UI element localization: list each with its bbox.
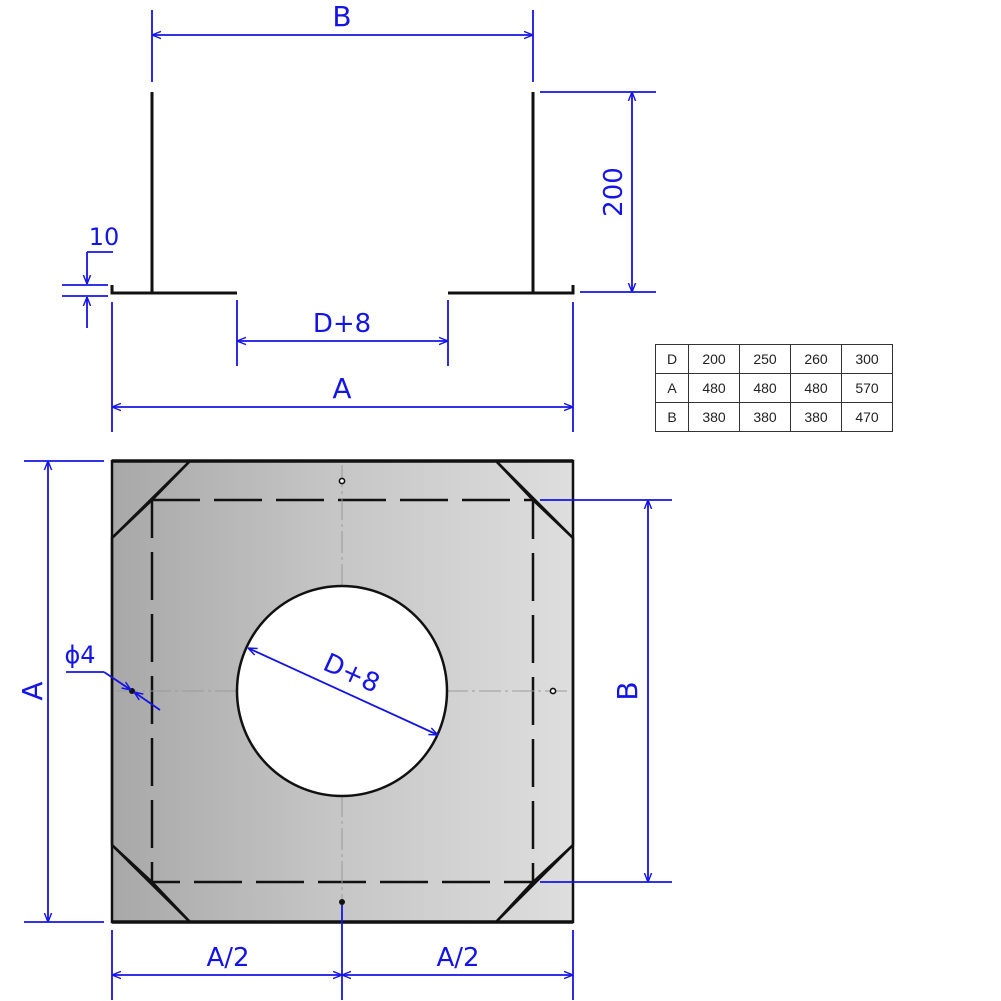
dim-line-d8-diameter bbox=[248, 647, 438, 736]
table-row-key: B bbox=[655, 402, 689, 432]
label-a-half-left: A/2 bbox=[206, 943, 249, 973]
table-cell: 250 bbox=[739, 344, 791, 374]
label-200: 200 bbox=[599, 167, 629, 217]
label-b-top: B bbox=[332, 0, 351, 33]
side-view bbox=[110, 92, 575, 295]
table-cell: 200 bbox=[688, 344, 740, 374]
label-a-left: A bbox=[16, 681, 49, 700]
label-10: 10 bbox=[89, 223, 120, 251]
table-cell: 300 bbox=[841, 344, 893, 374]
plan-view-dimensions bbox=[24, 460, 672, 1000]
label-a-top: A bbox=[332, 372, 351, 405]
table-cell: 380 bbox=[688, 402, 740, 432]
table-cell: 380 bbox=[790, 402, 842, 432]
table-row: D 200 250 260 300 bbox=[655, 344, 893, 374]
side-view-dimensions bbox=[62, 10, 656, 432]
table-cell: 570 bbox=[841, 373, 893, 403]
label-a-half-right: A/2 bbox=[436, 943, 479, 973]
table-row-key: D bbox=[655, 344, 689, 374]
label-b-right: B bbox=[611, 681, 644, 700]
mount-hole-top bbox=[338, 477, 346, 485]
mount-hole-right bbox=[549, 687, 557, 695]
table-cell: 470 bbox=[841, 402, 893, 432]
table-cell: 380 bbox=[739, 402, 791, 432]
table-cell: 480 bbox=[739, 373, 791, 403]
table-row: B 380 380 380 470 bbox=[655, 402, 893, 432]
size-table: D 200 250 260 300 A 480 480 480 570 B 38… bbox=[655, 344, 893, 432]
label-phi4: ϕ4 bbox=[64, 641, 95, 669]
left-flange bbox=[110, 92, 154, 295]
mount-hole-bottom bbox=[339, 899, 345, 905]
label-d8-top: D+8 bbox=[313, 309, 371, 339]
table-row: A 480 480 480 570 bbox=[655, 373, 893, 403]
table-cell: 480 bbox=[688, 373, 740, 403]
table-row-key: A bbox=[655, 373, 689, 403]
table-cell: 480 bbox=[790, 373, 842, 403]
right-flange bbox=[531, 92, 575, 295]
table-cell: 260 bbox=[790, 344, 842, 374]
